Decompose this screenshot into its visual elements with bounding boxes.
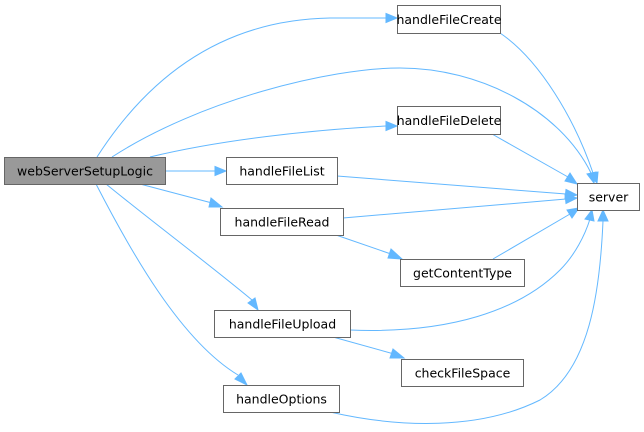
arrow-head [597,208,609,222]
nodes-layer: webServerSetupLogic handleFileCreate handl… [4,5,640,413]
node-box[interactable] [577,183,640,211]
node-label: handleFileUpload [229,317,336,332]
edge-handleFileRead-to-server [342,198,567,219]
edge-handleFileUpload-to-checkFileSpace [332,336,395,355]
edge-getContentType-to-server [492,213,571,260]
node-label: handleOptions [236,392,327,407]
node-label: checkFileSpace [415,366,511,381]
node-handleFileRead[interactable]: handleFileRead [220,208,344,236]
node-label: handleFileList [239,164,324,179]
node-checkFileSpace[interactable]: checkFileSpace [401,359,524,387]
edges-layer [95,12,609,424]
arrow-head [564,172,579,185]
node-box[interactable] [223,385,340,413]
node-label: webServerSetupLogic [17,164,153,179]
arrow-head [588,171,599,185]
arrow-head [584,208,595,222]
edge-handleFileDelete-to-server [491,133,569,178]
arrow-head [208,197,224,208]
node-label: getContentType [413,266,512,281]
edge-handleFileCreate-to-server [499,32,594,174]
edge-webServerSetupLogic-to-handleFileUpload [105,183,253,301]
edge-handleOptions-to-server [329,220,604,424]
node-getContentType[interactable]: getContentType [400,259,525,287]
node-label: handleFileDelete [397,113,502,128]
arrow-head [389,348,406,359]
node-server[interactable]: server [577,183,640,211]
arrow-head [247,297,259,312]
node-box[interactable] [397,5,501,34]
edge-webServerSetupLogic-to-server-top [111,67,592,174]
node-handleFileUpload[interactable]: handleFileUpload [214,310,351,338]
node-box[interactable] [4,157,166,185]
node-handleFileDelete[interactable]: handleFileDelete [397,106,502,135]
node-box[interactable] [220,208,344,236]
node-handleFileList[interactable]: handleFileList [226,157,338,185]
node-box[interactable] [226,157,338,185]
node-label: server [589,190,629,205]
edge-webServerSetupLogic-to-handleFileCreate [96,17,386,158]
edge-handleFileUpload-to-server [349,218,591,331]
node-label: handleFileRead [235,215,330,230]
node-box[interactable] [214,310,351,338]
node-webServerSetupLogic[interactable]: webServerSetupLogic [4,157,166,185]
node-box[interactable] [397,106,501,135]
edge-webServerSetupLogic-to-handleFileDelete [149,125,387,158]
arrow-head [385,120,399,132]
node-box[interactable] [401,359,524,387]
node-handleOptions[interactable]: handleOptions [223,385,340,413]
arrow-head [234,372,249,387]
edge-handleFileRead-to-getContentType [335,234,392,255]
node-box[interactable] [400,259,525,287]
arrow-head [214,165,228,177]
edge-webServerSetupLogic-to-handleFileRead [139,183,213,204]
node-handleFileCreate[interactable]: handleFileCreate [396,5,502,34]
arrow-head [387,248,404,260]
arrow-head [566,207,581,219]
arrow-head [385,12,399,24]
edge-webServerSetupLogic-to-handleOptions [95,183,239,376]
node-label: handleFileCreate [396,12,501,27]
edge-handleFileList-to-server [336,175,567,195]
arrow-head [564,193,579,205]
